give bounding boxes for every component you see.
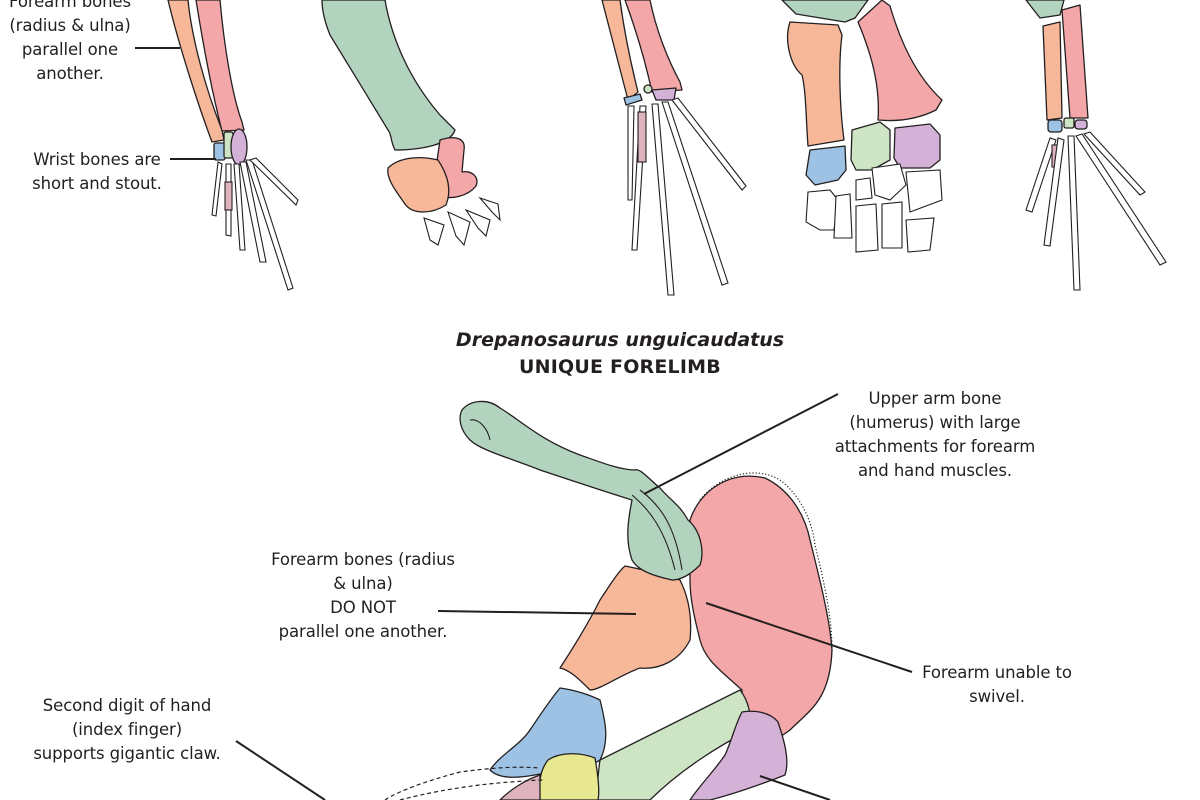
label-line: Upper arm bone — [868, 389, 1002, 408]
limb-1-carpal-purple — [230, 128, 248, 166]
label-forearm-swivel: Forearm unable to swivel. — [912, 661, 1082, 709]
label-humerus: Upper arm bone (humerus) with large atta… — [830, 387, 1040, 483]
label-line: Forearm unable to — [922, 663, 1072, 682]
label-line: Second digit of hand — [42, 696, 212, 715]
limb-4-ulna — [857, 0, 943, 122]
label-line: Forearm bones (radius — [271, 550, 455, 569]
limb-4-wrist-closeup — [781, 0, 943, 253]
label-line: short and stout. — [32, 174, 162, 193]
limb-4-carpal-green — [850, 121, 891, 171]
label-line: attachments for forearm — [834, 437, 1036, 456]
label-line: supports gigantic claw. — [33, 744, 221, 763]
limb-1-digits — [211, 157, 299, 291]
label-wrist-bones: Wrist bones are short and stout. — [22, 148, 172, 196]
label-line: and hand muscles. — [857, 461, 1013, 480]
purple-leader — [759, 775, 831, 800]
swivel-leader — [705, 602, 913, 673]
label-line: (radius & ulna) — [9, 16, 131, 35]
limb-5-humerus-end — [1025, 0, 1065, 19]
drepano-humerus-ridges — [469, 419, 683, 571]
drepano-claw-dashed — [384, 766, 546, 800]
drepano-digit-pink — [499, 774, 541, 800]
limb-4-distal-carpals — [805, 163, 943, 253]
humerus-leader — [643, 393, 839, 495]
label-line: parallel one another. — [278, 622, 448, 641]
limb-1-ulna — [195, 0, 245, 132]
limb-2-radius — [387, 157, 450, 213]
drepano-radius — [559, 565, 692, 691]
label-line: another. — [36, 64, 104, 83]
label-line: & ulna) — [333, 574, 393, 593]
label-forearm-not-parallel: Forearm bones (radius & ulna) DO NOT par… — [258, 548, 468, 644]
limb-3-ulna — [624, 0, 683, 93]
label-line: DO NOT — [330, 598, 396, 617]
limb-5-digits — [1025, 131, 1167, 291]
label-line: Wrist bones are — [33, 150, 161, 169]
limb-5-ulna — [1061, 4, 1089, 119]
limb-3-carpal-blue — [623, 93, 643, 106]
limb-1-forearm-hand — [135, 0, 299, 291]
drepano-ulna — [689, 475, 833, 744]
limb-3-carpal-purple — [651, 87, 677, 101]
limb-4-radius — [787, 21, 845, 147]
limb-2-digits — [423, 196, 501, 247]
species-title: Drepanosaurus unguicaudatus — [455, 329, 785, 351]
label-line: (index finger) — [71, 720, 183, 739]
limb-5-carpal-blue — [1047, 119, 1063, 133]
label-line: swivel. — [969, 687, 1025, 706]
forearm-leader — [437, 610, 637, 615]
claw-leader — [235, 740, 326, 800]
limb-2-humerus — [321, 0, 456, 151]
limb-3-carpal-green — [643, 84, 653, 94]
limb-5-carpal-green — [1063, 117, 1075, 129]
label-forearm-parallel: Forearm bones (radius & ulna) parallel o… — [0, 0, 140, 86]
limb-4-carpal-blue — [805, 145, 847, 186]
diagram-title: UNIQUE FORELIMB — [519, 356, 721, 378]
label-line: Forearm bones — [9, 0, 131, 11]
label-line: parallel one — [21, 40, 119, 59]
drepano-humerus — [459, 400, 703, 581]
limb-5-radius — [1042, 21, 1063, 121]
limb-4-carpal-purple — [893, 123, 941, 169]
drepano-ulna-dotted-edge — [699, 472, 833, 731]
limb-5-forearm-hand — [1025, 0, 1167, 291]
drepano-metacarpal-yellow — [538, 753, 600, 800]
limb-4-humerus-end — [781, 0, 869, 23]
limb-2-forearm-hand — [321, 0, 501, 247]
label-line: (humerus) with large — [849, 413, 1021, 432]
limb-3-digits — [627, 97, 747, 296]
limb-5-carpal-purple — [1074, 119, 1088, 130]
label-index-claw: Second digit of hand (index finger) supp… — [22, 694, 232, 766]
limb-3-forearm-hand — [601, 0, 747, 296]
